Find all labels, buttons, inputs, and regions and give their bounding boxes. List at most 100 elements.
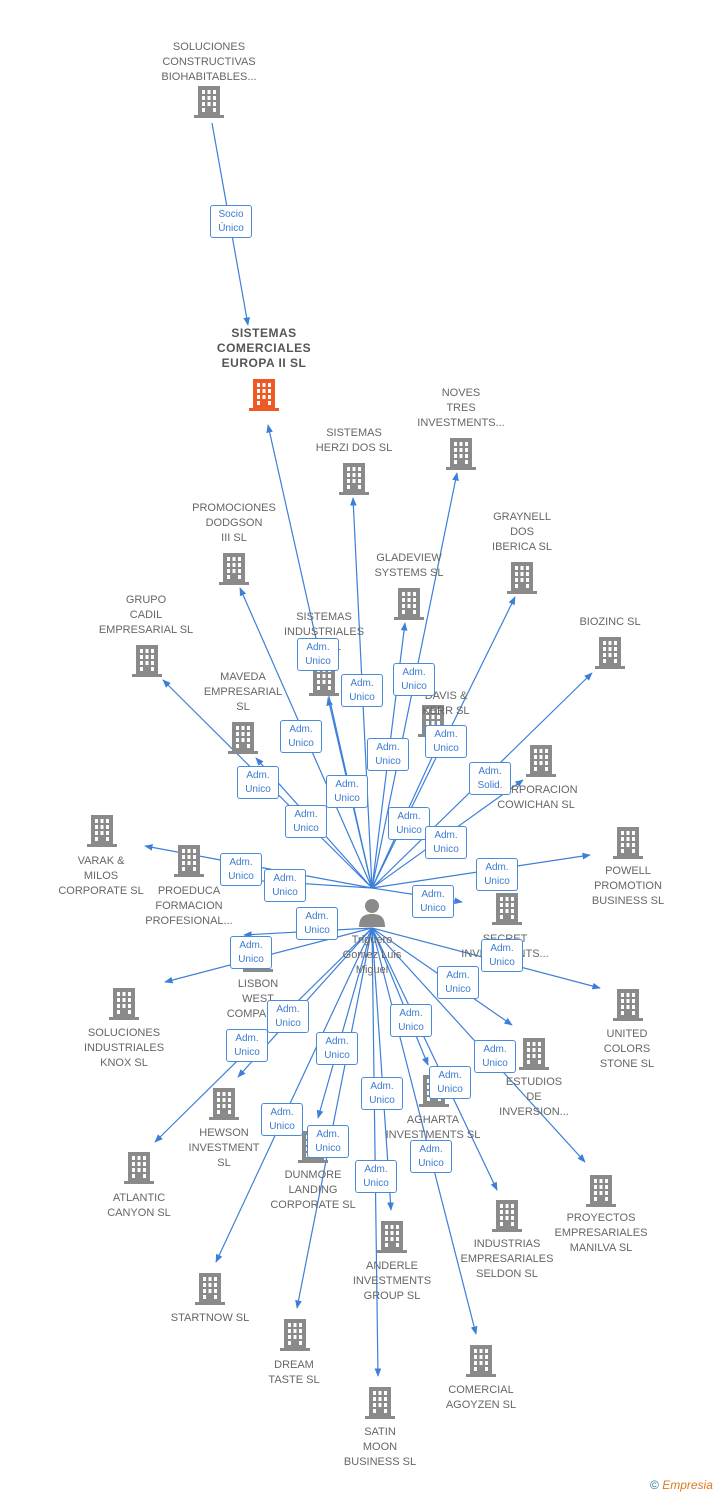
badge-text: Unico [234,1046,260,1058]
node-label-proyectos-manilva[interactable]: PROYECTOS EMPRESARIALES MANILVA SL [554,1212,648,1254]
badge-text: Socio [218,208,244,220]
building-icon[interactable] [228,722,258,754]
building-icon[interactable] [339,463,369,495]
edge-agharta [371,927,429,1066]
edge-satin-moon [371,927,382,1377]
building-icon[interactable] [195,1273,225,1305]
relation-badge: Adm.Unico [390,1004,432,1037]
building-icon[interactable] [109,988,139,1020]
building-icon[interactable] [507,562,537,594]
node-label-varak-milos[interactable]: VARAK & MILOS CORPORATE SL [58,855,144,897]
node-label-hewson[interactable]: HEWSON INVESTMENT SL [188,1127,260,1169]
node-label-soluciones-knox[interactable]: SOLUCIONES INDUSTRIALES KNOX SL [83,1027,165,1069]
building-icon[interactable] [174,845,204,877]
node-label-corporacion-cowichan[interactable]: CORPORACION COWICHAN SL [494,784,578,811]
node-label-maveda[interactable]: MAVEDA EMPRESARIAL SL [203,671,283,713]
badge-text: Adm. [446,969,470,981]
node-label-anderle[interactable]: ANDERLE INVESTMENTS GROUP SL [352,1260,432,1302]
edge-comercial-agoyzen [371,927,478,1335]
badge-text: Unico [396,824,422,836]
badge-text: Unico [401,680,427,692]
badge-text: Unico [369,1094,395,1106]
building-icon[interactable] [132,645,162,677]
building-icon[interactable] [394,588,424,620]
node-label-atlantic-canyon[interactable]: ATLANTIC CANYON SL [107,1192,171,1219]
building-icon[interactable] [124,1152,154,1184]
building-icon[interactable] [492,1200,522,1232]
building-icon[interactable] [365,1387,395,1419]
building-icon[interactable] [595,637,625,669]
badge-text: Unico [482,1057,508,1069]
node-label-biozinc[interactable]: BIOZINC SL [579,616,641,628]
building-icon[interactable] [519,1038,549,1070]
node-label-promociones-dodgson[interactable]: PROMOCIONES DODGSON III SL [192,502,276,544]
edge-dunmore [316,927,373,1119]
badge-text: Adm. [270,1106,294,1118]
building-icon[interactable] [280,1319,310,1351]
relation-badge: Adm.Unico [367,738,409,771]
node-label-dunmore[interactable]: DUNMORE LANDING CORPORATE SL [270,1169,356,1211]
relation-badge: Adm.Unico [425,826,467,859]
building-icon[interactable] [209,1088,239,1120]
node-label-agharta[interactable]: AGHARTA INVESTMENTS SL [385,1114,481,1141]
node-label-gladeview[interactable]: GLADEVIEW SYSTEMS SL [374,552,444,579]
relation-badge: Adm.Unico [355,1160,397,1193]
relation-badge: Adm.Unico [264,869,306,902]
node-label-dream-taste[interactable]: DREAM TASTE SL [268,1359,320,1386]
badge-text: Unico [315,1142,341,1154]
node-label-proeduca[interactable]: PROEDUCA FORMACION PROFESIONAL... [145,885,233,927]
badge-text: Adm. [229,856,253,868]
node-label-united-colors[interactable]: UNITED COLORS STONE SL [599,1028,655,1070]
relation-badge: Adm.Unico [316,1032,358,1065]
building-icon[interactable] [87,815,117,847]
relation-badge: Adm.Unico [261,1103,303,1136]
relation-badge: Adm.Unico [412,885,454,918]
building-icon[interactable] [446,438,476,470]
badge-text: Adm. [399,1007,423,1019]
node-label-sistemas-comerciales[interactable]: SISTEMAS COMERCIALES EUROPA II SL [216,326,312,370]
building-icon[interactable] [377,1221,407,1253]
footer-brand: © Empresia [650,1478,713,1492]
node-label-sistemas-herzi[interactable]: SISTEMAS HERZI DOS SL [315,427,393,454]
node-label-comercial-agoyzen[interactable]: COMERCIAL AGOYZEN SL [445,1384,517,1411]
badge-text: Adm. [294,808,318,820]
badge-text: Adm. [289,723,313,735]
badge-text: Adm. [490,942,514,954]
building-icon[interactable] [613,989,643,1021]
building-icon[interactable] [526,745,556,777]
relation-badge: Adm.Unico [474,1040,516,1073]
node-label-grupo-cadil[interactable]: GRUPO CADIL EMPRESARIAL SL [98,594,194,636]
badge-text: Adm. [376,741,400,753]
node-label-soluciones-constructivas[interactable]: SOLUCIONES CONSTRUCTIVAS BIOHABITABLES..… [161,41,257,83]
node-label-industrias-seldon[interactable]: INDUSTRIAS EMPRESARIALES SELDON SL [460,1238,554,1280]
node-label-powell[interactable]: POWELL PROMOTION BUSINESS SL [591,865,665,907]
badge-text: Unico [245,783,271,795]
node-label-estudios-inversion[interactable]: ESTUDIOS DE INVERSION... [499,1076,569,1118]
building-icon[interactable] [249,379,279,411]
edge-startnow [215,927,373,1263]
badge-text: Adm. [305,910,329,922]
edge-dream-taste [295,927,373,1309]
person-label[interactable]: Triguero Gomez Luis Miguel [342,934,402,976]
building-icon[interactable] [194,86,224,118]
node-label-graynell[interactable]: GRAYNELL DOS IBERICA SL [492,511,552,553]
badge-text: Adm. [335,778,359,790]
building-icon[interactable] [586,1175,616,1207]
building-icon[interactable] [492,893,522,925]
badge-text: Unico [275,1017,301,1029]
relation-badge: Adm. Unico [267,1000,309,1033]
building-icon[interactable] [466,1345,496,1377]
person-icon[interactable] [359,899,385,927]
relation-badge: Adm.Unico [429,1066,471,1099]
node-label-startnow[interactable]: STARTNOW SL [170,1312,250,1324]
badge-text: Unico [305,655,331,667]
badge-text: Adm. [397,810,421,822]
node-label-noves-tres[interactable]: NOVES TRES INVESTMENTS... [417,387,505,429]
badge-text: Unico [228,870,254,882]
node-label-satin-moon[interactable]: SATIN MOON BUSINESS SL [343,1426,417,1468]
relation-badge: Adm.Unico [237,766,279,799]
building-icon[interactable] [613,827,643,859]
building-icon[interactable] [219,553,249,585]
badge-text: Adm. [276,1003,300,1015]
badge-text: Unico [272,886,298,898]
